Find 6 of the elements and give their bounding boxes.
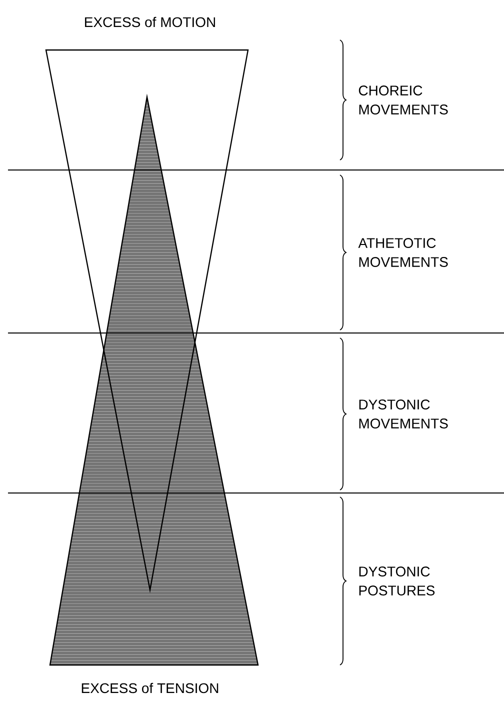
band-label: ATHETOTIC MOVEMENTS [358, 238, 448, 267]
axis-label: EXCESS of TENSION [82, 682, 218, 694]
band-label: DYSTONIC POSTURES [359, 566, 435, 596]
band-label: CHOREIC MOVEMENTS [358, 86, 448, 114]
axis-label: EXCESS of MOTION [85, 16, 215, 28]
band-label: DYSTONIC MOVEMENTS [359, 400, 448, 428]
